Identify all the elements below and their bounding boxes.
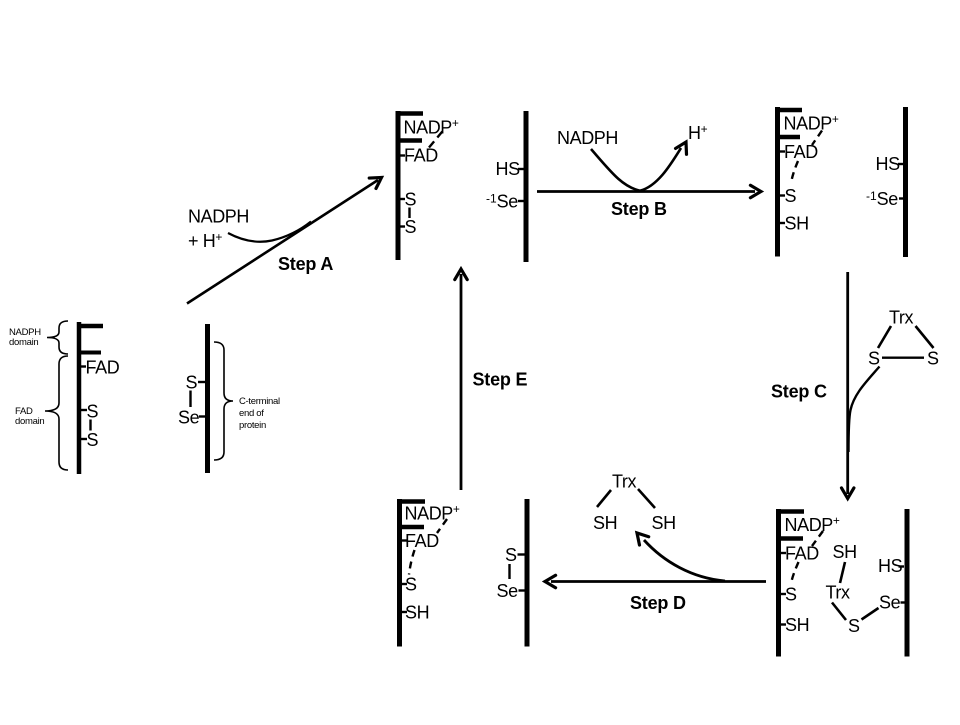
svg-text:NADP+: NADP+	[785, 514, 840, 536]
svg-text:SH: SH	[785, 615, 809, 635]
svg-text:NADP+: NADP+	[784, 112, 839, 134]
svg-text:SH: SH	[405, 603, 429, 623]
svg-text:Se: Se	[178, 408, 200, 428]
svg-text:domain: domain	[15, 416, 44, 427]
svg-text:SH: SH	[593, 513, 617, 533]
svg-text:S: S	[505, 545, 517, 565]
svg-text:NADPH: NADPH	[188, 207, 249, 227]
svg-text:Trx: Trx	[826, 583, 851, 603]
svg-text:Se: Se	[497, 581, 519, 601]
svg-text:Step A: Step A	[278, 254, 333, 274]
svg-text:S: S	[87, 402, 99, 422]
svg-text:HS: HS	[876, 154, 901, 174]
svg-text:HS: HS	[878, 556, 903, 576]
svg-text:SH: SH	[785, 214, 809, 234]
svg-text:FAD: FAD	[785, 544, 819, 564]
svg-text:domain: domain	[9, 337, 38, 348]
svg-text:FAD: FAD	[784, 142, 818, 162]
svg-text:FAD: FAD	[404, 146, 438, 166]
svg-text:NADPH: NADPH	[557, 128, 618, 148]
svg-text:C-terminal: C-terminal	[239, 396, 280, 407]
svg-text:NADPH: NADPH	[9, 327, 41, 338]
svg-text:Trx: Trx	[612, 472, 637, 492]
svg-text:protein: protein	[239, 420, 266, 431]
svg-text:NADP+: NADP+	[404, 116, 459, 138]
svg-text:NADP+: NADP+	[405, 502, 460, 524]
svg-text:end of: end of	[239, 408, 264, 419]
svg-text:S: S	[405, 575, 417, 595]
svg-text:S: S	[785, 186, 797, 206]
svg-text:S: S	[927, 349, 939, 369]
svg-text:FAD: FAD	[86, 358, 120, 378]
svg-text:SH: SH	[652, 513, 676, 533]
svg-text:Step B: Step B	[611, 199, 667, 219]
svg-text:-1Se: -1Se	[486, 192, 518, 212]
svg-text:S: S	[868, 349, 880, 369]
svg-text:Se: Se	[879, 593, 901, 613]
svg-text:S: S	[405, 190, 417, 210]
svg-text:S: S	[405, 217, 417, 237]
svg-text:Step D: Step D	[630, 593, 686, 613]
svg-text:-1Se: -1Se	[866, 189, 898, 209]
svg-text:S: S	[785, 585, 797, 605]
svg-text:S: S	[848, 616, 860, 636]
svg-text:Step C: Step C	[771, 382, 827, 402]
svg-text:Step E: Step E	[473, 370, 528, 390]
svg-text:HS: HS	[496, 159, 521, 179]
svg-text:+ H+: + H+	[188, 230, 222, 251]
svg-text:S: S	[87, 430, 99, 450]
svg-text:FAD: FAD	[405, 531, 439, 551]
svg-text:S: S	[186, 373, 198, 393]
svg-text:Trx: Trx	[889, 308, 914, 328]
svg-text:SH: SH	[833, 542, 857, 562]
svg-text:FAD: FAD	[15, 406, 33, 417]
